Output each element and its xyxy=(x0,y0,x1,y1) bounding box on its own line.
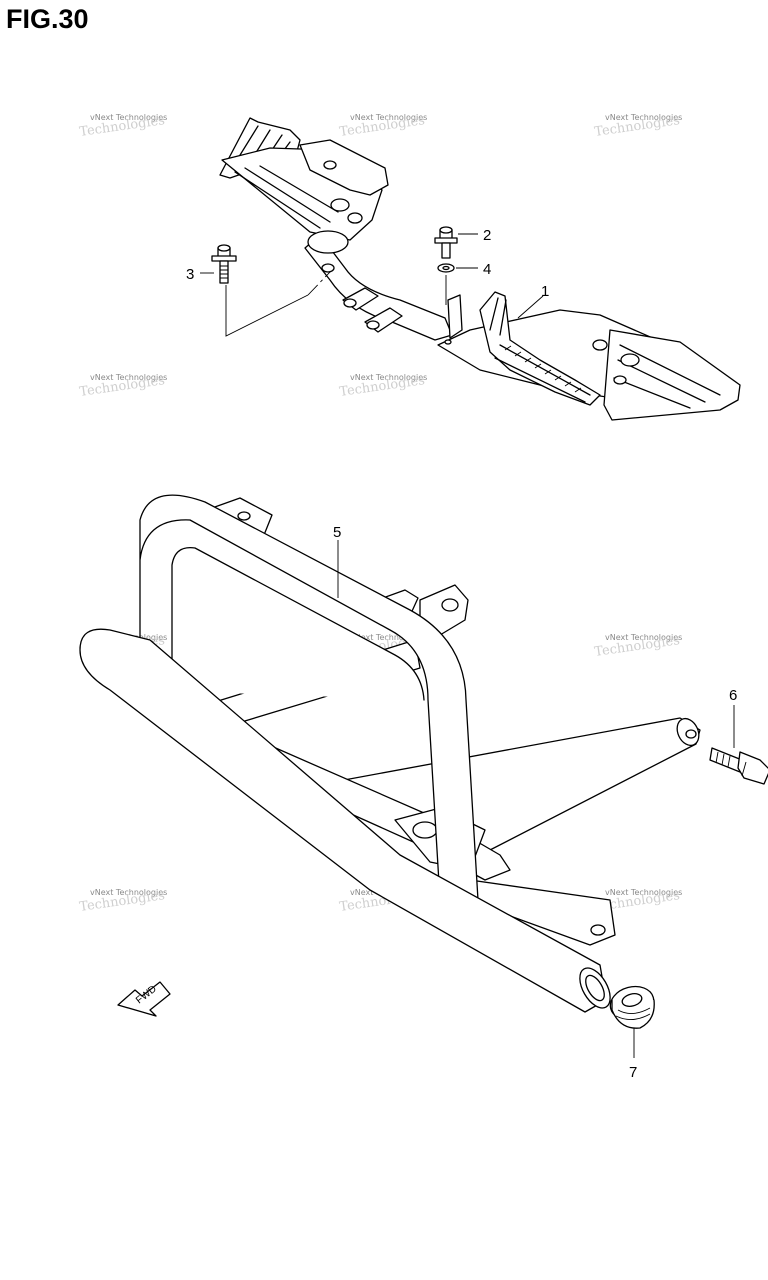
watermark: vNext Technologies Technologies xyxy=(593,633,682,660)
bolt-part-3 xyxy=(211,244,237,284)
footrest-assembly-part-1 xyxy=(219,117,741,421)
svg-text:vNext Technologies: vNext Technologies xyxy=(350,373,427,382)
watermark: vNext Technologies Technologies xyxy=(78,373,167,400)
callout-2: 2 xyxy=(483,227,491,244)
bolt-part-6 xyxy=(709,747,768,785)
front-guard-part-5 xyxy=(79,494,701,1013)
watermark: vNext Technologies Technologies xyxy=(338,373,427,400)
svg-text:vNext Technologies: vNext Technologies xyxy=(605,633,682,642)
figure-title: FIG.30 xyxy=(6,4,89,34)
watermark: vNext Technologies Technologies xyxy=(78,113,167,140)
fwd-direction-arrow: FWD xyxy=(117,981,171,1017)
callout-1: 1 xyxy=(541,283,549,300)
washer-part-4 xyxy=(437,263,455,273)
leader-lines-lower xyxy=(337,540,735,1058)
svg-text:vNext Technologies: vNext Technologies xyxy=(90,113,167,122)
svg-text:vNext Technologies: vNext Technologies xyxy=(350,633,427,642)
callout-4: 4 xyxy=(483,261,491,278)
leader-lines-upper xyxy=(200,233,544,337)
svg-text:vNext Technologies: vNext Technologies xyxy=(90,888,167,897)
svg-text:vNext Technologies: vNext Technologies xyxy=(90,373,167,382)
plug-part-7 xyxy=(609,985,655,1029)
callout-3: 3 xyxy=(186,266,194,283)
svg-text:vNext Technologies: vNext Technologies xyxy=(350,113,427,122)
callout-5: 5 xyxy=(333,524,341,541)
svg-text:vNext Technologies: vNext Technologies xyxy=(605,113,682,122)
watermark: vNext Technologies Technologies xyxy=(78,888,167,915)
callout-6: 6 xyxy=(729,687,737,704)
callout-7: 7 xyxy=(629,1064,637,1081)
watermark: vNext Technologies Technologies xyxy=(593,113,682,140)
svg-text:vNext Technologies: vNext Technologies xyxy=(605,888,682,897)
bolt-part-2 xyxy=(434,226,458,259)
watermark: vNext Technologies Technologies xyxy=(338,113,427,140)
